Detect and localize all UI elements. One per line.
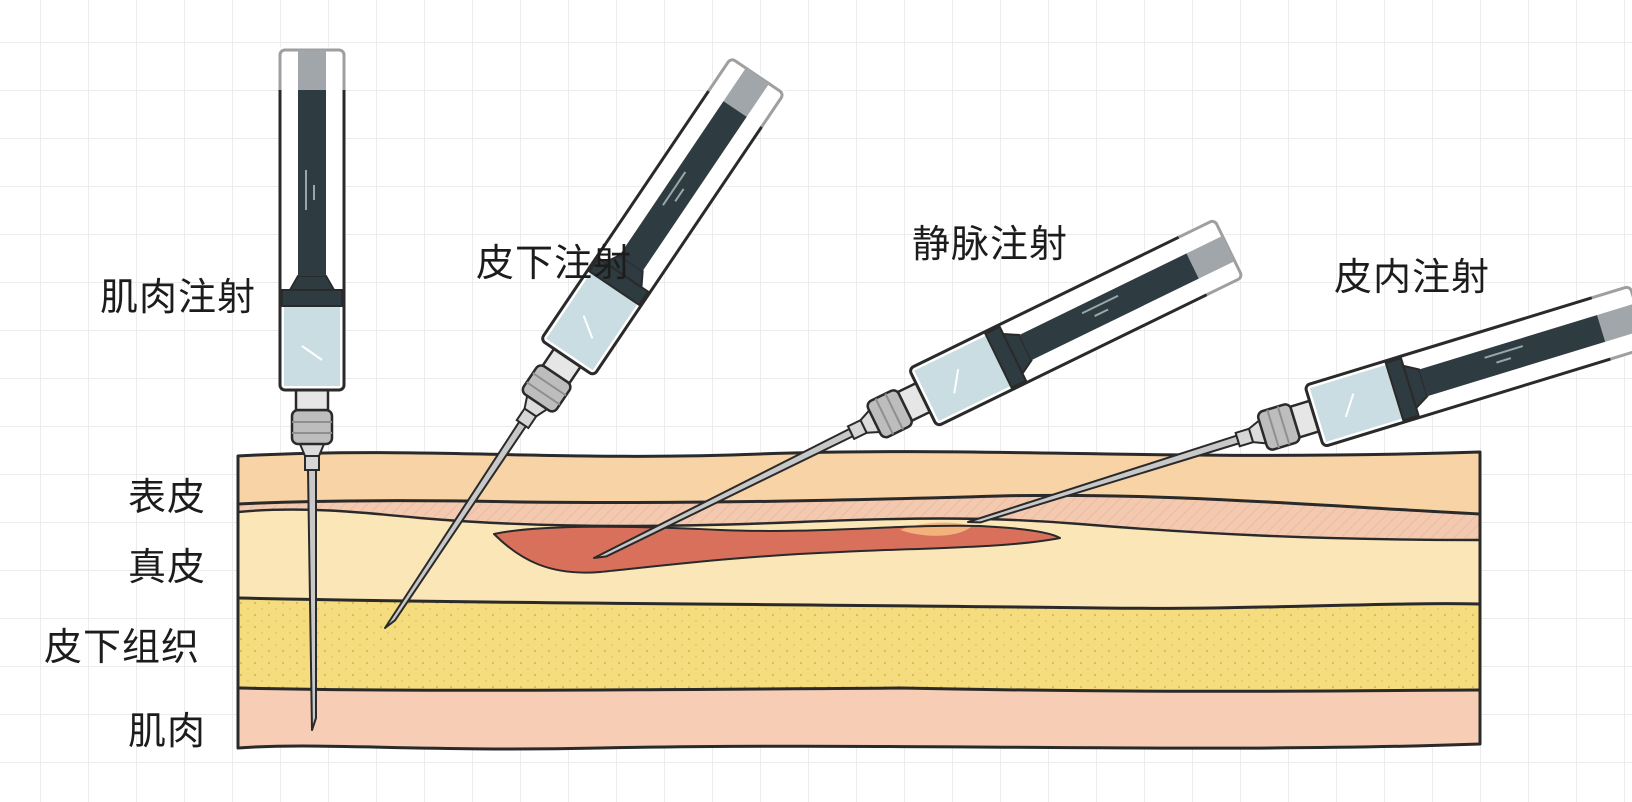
label-muscle: 肌肉 (128, 709, 207, 753)
label-epidermis: 表皮 (128, 475, 207, 519)
syringe-intravenous (593, 216, 1248, 559)
label-intramuscular: 肌肉注射 (100, 275, 257, 319)
syringe-intradermal (967, 283, 1632, 524)
syringes (278, 46, 1632, 731)
label-subcutaneous-tissue: 皮下组织 (44, 625, 201, 669)
skin-outlines (236, 450, 1482, 751)
dermis-band-hatch (238, 495, 1480, 540)
label-dermis: 真皮 (128, 545, 207, 589)
subcutaneous-dots (238, 598, 1480, 692)
label-intravenous: 静脉注射 (912, 222, 1069, 266)
label-subcutaneous-injection: 皮下注射 (476, 241, 633, 285)
syringe-intramuscular (278, 46, 346, 731)
syringe-subcutaneous (384, 53, 788, 629)
label-intradermal: 皮内注射 (1334, 255, 1491, 299)
